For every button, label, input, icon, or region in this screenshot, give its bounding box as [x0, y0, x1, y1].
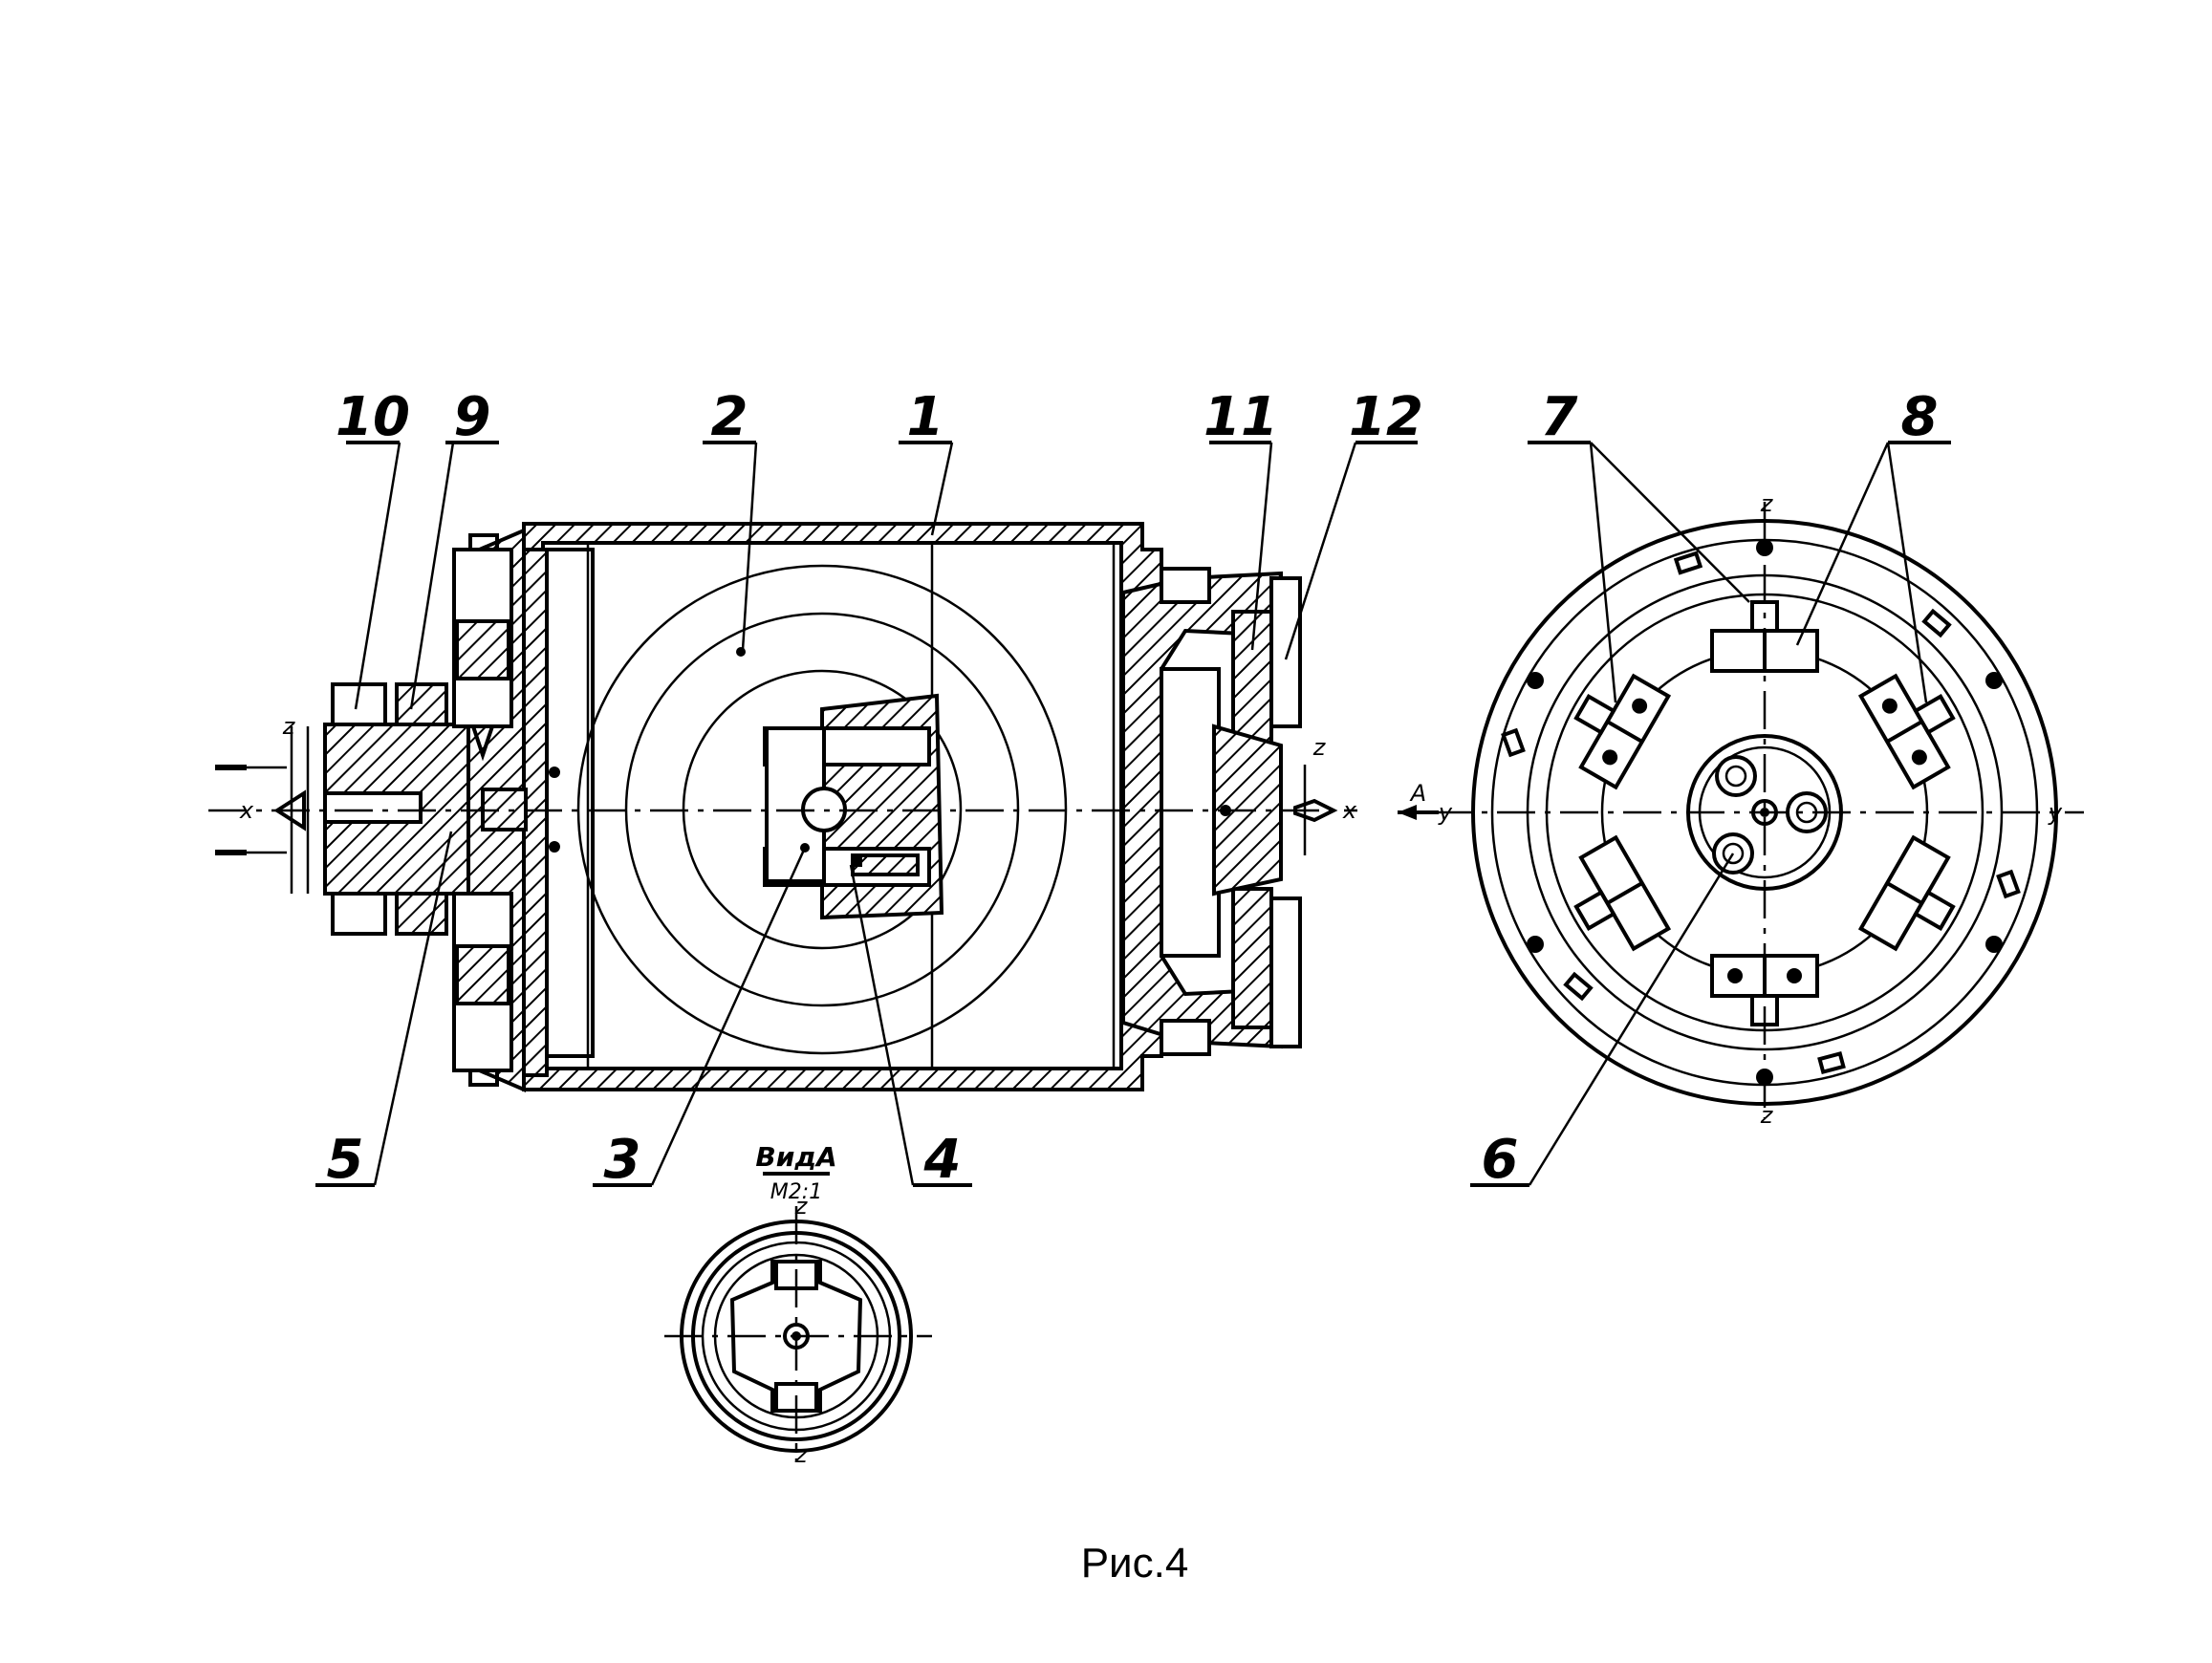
axis-label-z-bottom: z	[1760, 1102, 1774, 1129]
end-view	[1398, 502, 2084, 1118]
axis-label-z-left: z	[282, 713, 296, 740]
axis-label-x-right: x	[1342, 797, 1357, 824]
axis-label-z-top: z	[1760, 490, 1774, 517]
callout-5: 5	[327, 1129, 364, 1191]
axis-label-y-left: y	[1438, 799, 1453, 826]
callout-4: 4	[923, 1129, 962, 1191]
callout-6: 6	[1482, 1129, 1519, 1191]
callout-2: 2	[711, 386, 748, 448]
clamp-lower-right	[1857, 834, 1956, 952]
callout-10: 10	[336, 386, 410, 448]
detail-view-a: ВидА М2:1	[664, 1141, 932, 1462]
section-view	[208, 522, 1357, 1093]
axis-label-x-left: x	[239, 797, 254, 824]
block-9-top	[395, 682, 448, 726]
part-11-top	[1231, 610, 1273, 752]
axis-label-y-right: y	[2048, 799, 2063, 826]
part-12-bottom	[1269, 896, 1302, 1048]
callout-11: 11	[1204, 386, 1278, 448]
block-10-bottom	[331, 892, 387, 936]
figure-caption: Рис.4	[1081, 1540, 1189, 1587]
callout-12: 12	[1349, 386, 1423, 448]
view-a-title: ВидА	[755, 1141, 836, 1173]
callout-1: 1	[907, 386, 944, 448]
part-12-top	[1269, 576, 1302, 728]
clamp-upper-right	[1857, 673, 1956, 790]
callout-8: 8	[1901, 386, 1939, 448]
axis-label-a: A	[1409, 780, 1426, 807]
view-a-scale: М2:1	[770, 1180, 822, 1204]
leader-lines	[315, 441, 1951, 1187]
axis-label-z-right: z	[1312, 734, 1327, 761]
clamp-upper-left	[1573, 673, 1672, 790]
axis-label-z-detail-top: z	[794, 1193, 809, 1220]
callout-7: 7	[1541, 386, 1578, 448]
callout-3: 3	[604, 1129, 641, 1191]
axis-label-z-detail-bottom: z	[794, 1441, 809, 1468]
part-11-bottom	[1231, 887, 1273, 1029]
callout-9: 9	[454, 386, 491, 448]
block-9-bottom	[395, 892, 448, 936]
clamp-lower-left	[1573, 834, 1672, 952]
